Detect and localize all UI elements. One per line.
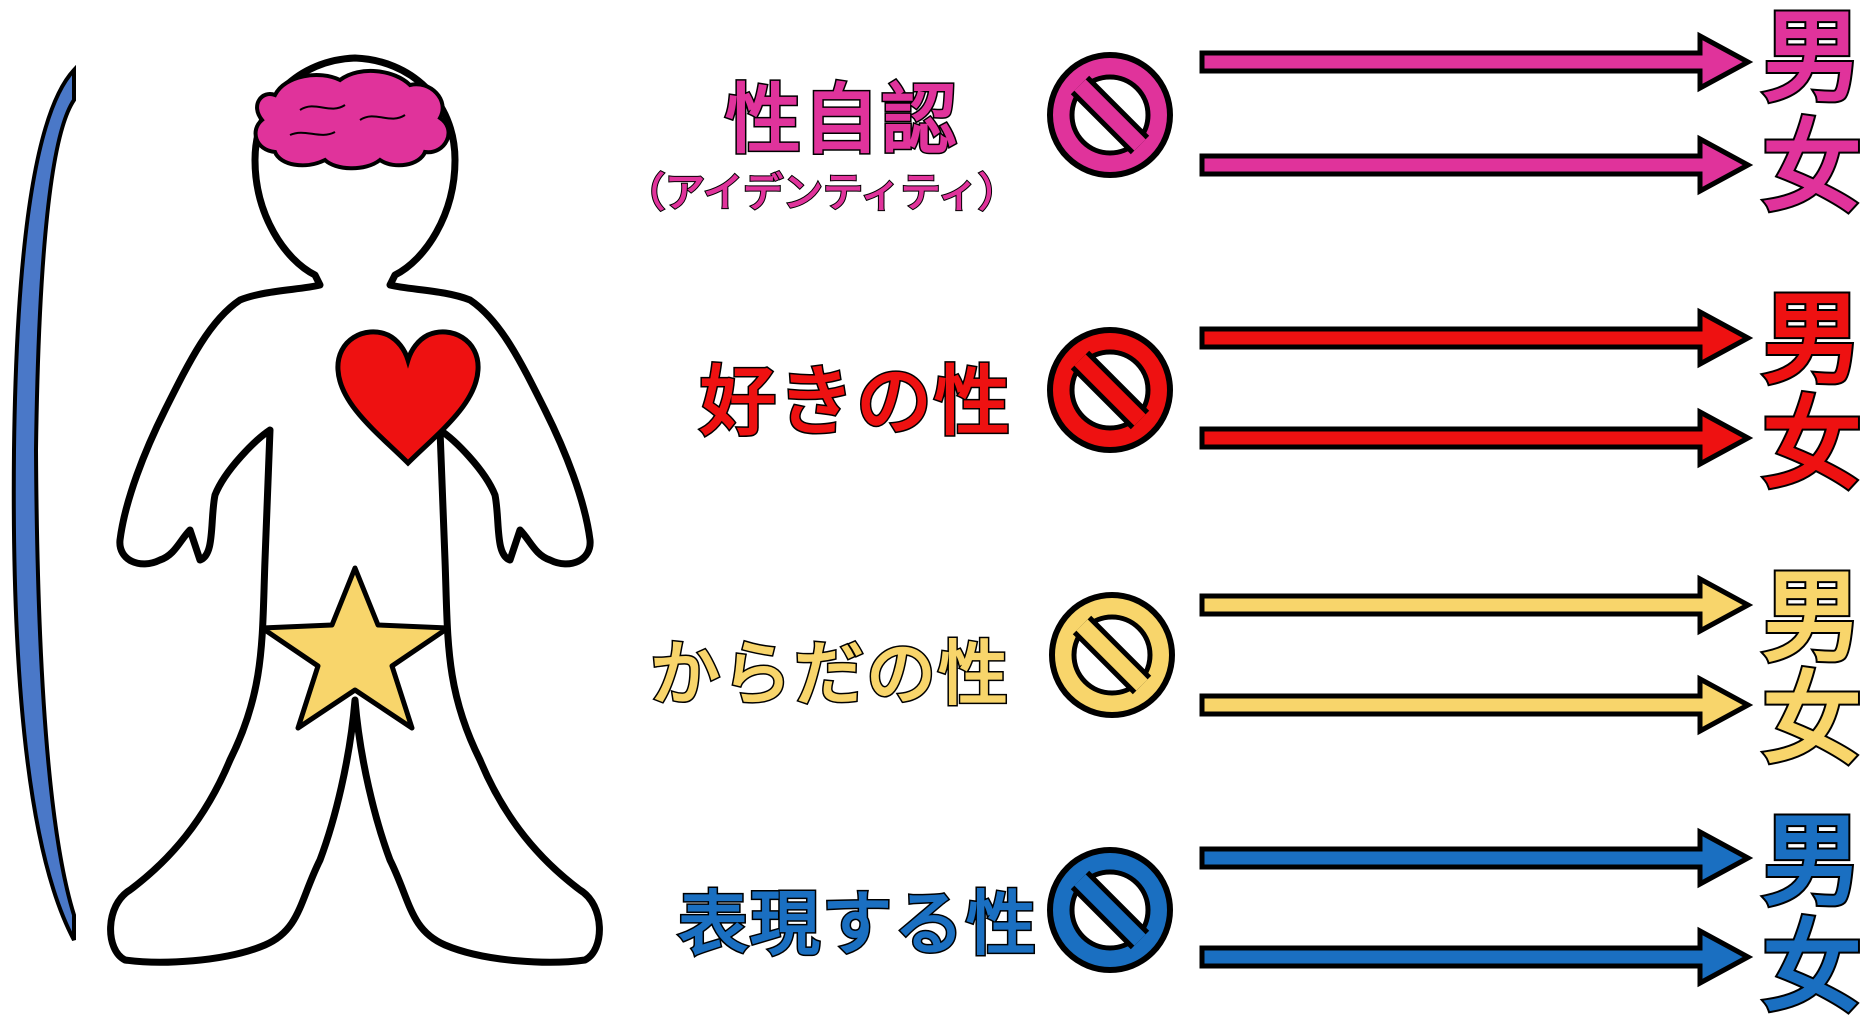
brain-icon bbox=[253, 68, 451, 171]
arrow-identity-female bbox=[1199, 134, 1754, 196]
star-icon bbox=[259, 565, 451, 731]
label-attraction: 好きの性 bbox=[699, 356, 1012, 448]
label-expression: 表現する性 bbox=[677, 882, 1038, 967]
rows-layer bbox=[1047, 31, 1754, 988]
prohibition-icon-body bbox=[1049, 592, 1175, 718]
arrow-attraction-male bbox=[1199, 307, 1754, 369]
male-body: 男 bbox=[1760, 559, 1864, 676]
label-body: からだの性 bbox=[649, 632, 1010, 717]
arrow-body-female bbox=[1199, 674, 1754, 736]
prohibition-icon-expression bbox=[1047, 847, 1173, 973]
left-bracket bbox=[11, 64, 76, 941]
arrow-body-male bbox=[1199, 574, 1754, 636]
female-identity: 女 bbox=[1760, 109, 1864, 226]
arrow-attraction-female bbox=[1199, 407, 1754, 469]
arrow-expression-female bbox=[1199, 926, 1754, 988]
heart-icon bbox=[335, 329, 481, 467]
female-attraction: 女 bbox=[1760, 386, 1864, 503]
prohibition-icon-attraction bbox=[1047, 327, 1173, 453]
prohibition-icon-identity bbox=[1047, 52, 1173, 178]
male-attraction: 男 bbox=[1760, 281, 1864, 398]
label-identity-sub: （アイデンティティ） bbox=[624, 169, 1019, 217]
arrow-expression-male bbox=[1199, 827, 1754, 889]
human-silhouette bbox=[107, 54, 603, 966]
arrow-identity-male bbox=[1199, 31, 1754, 93]
male-identity: 男 bbox=[1760, 0, 1864, 116]
label-identity: 性自認 bbox=[724, 74, 959, 166]
male-expression: 男 bbox=[1760, 803, 1864, 920]
female-body: 女 bbox=[1760, 661, 1864, 778]
female-expression: 女 bbox=[1760, 909, 1864, 1026]
